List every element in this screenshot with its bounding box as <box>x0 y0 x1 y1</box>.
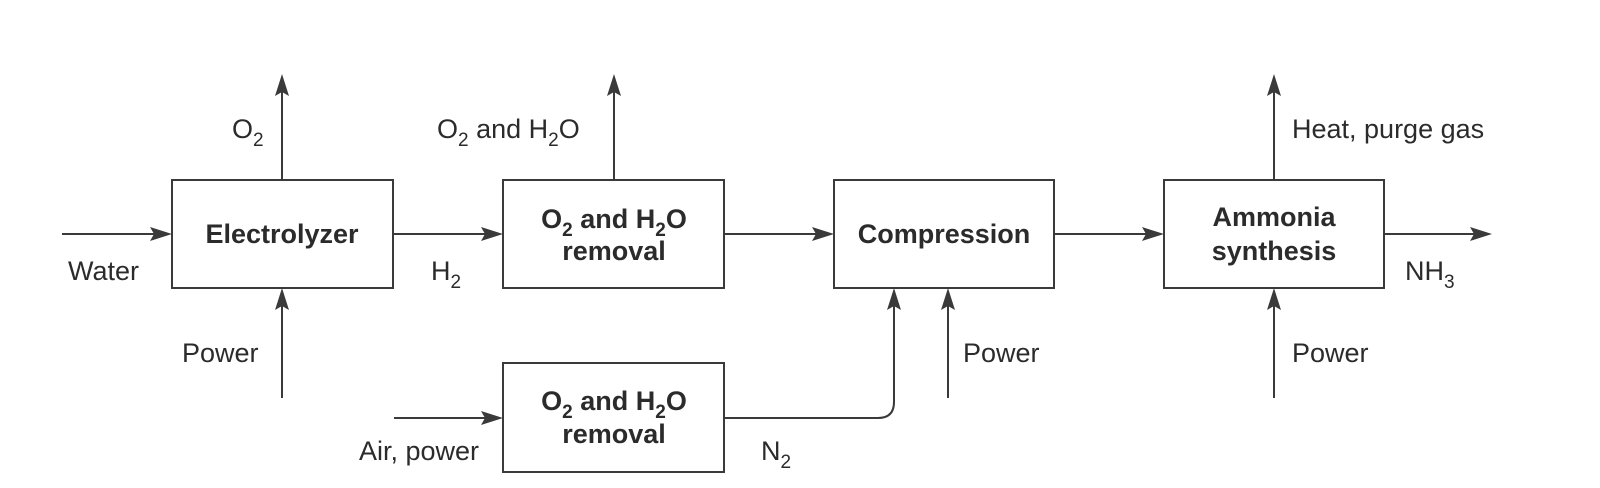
compression-power-arrow <box>941 288 955 398</box>
water-label: Water <box>68 256 139 286</box>
ammonia-synthesis-block: Ammonia synthesis <box>1163 179 1385 289</box>
nh3-outlet-arrow <box>1384 227 1492 241</box>
heat-purge-outlet-arrow <box>1267 74 1281 180</box>
o2-h2o-label: O2 and H2O <box>437 114 580 151</box>
o2-outlet-arrow <box>275 74 289 180</box>
n2-label: N2 <box>761 436 791 473</box>
synthesis-power-arrow <box>1267 288 1281 398</box>
o2-h2o-outlet-arrow <box>607 74 621 180</box>
electrolyzer-power-arrow <box>275 288 289 398</box>
ammonia-synthesis-label-line1: Ammonia <box>1212 202 1336 232</box>
purified-h2-arrow <box>724 227 834 241</box>
o2-h2o-removal-label-line1: O2 and H2O <box>541 204 687 241</box>
nh3-label: NH3 <box>1405 256 1455 293</box>
heat-purge-gas-label: Heat, purge gas <box>1292 114 1484 144</box>
o2-h2o-removal-block-h2: O2 and H2O removal <box>502 179 725 289</box>
h2-flow-arrow <box>393 227 503 241</box>
o2-label: O2 <box>232 114 264 151</box>
ammonia-synthesis-label-line2: synthesis <box>1212 236 1337 266</box>
compressed-gas-arrow <box>1054 227 1164 241</box>
o2-h2o-removal-block-air: O2 and H2O removal <box>502 362 725 473</box>
compression-power-label: Power <box>963 338 1040 368</box>
o2-h2o-removal-label-line2: removal <box>562 236 666 266</box>
electrolyzer-label: Electrolyzer <box>205 219 359 249</box>
synthesis-power-label: Power <box>1292 338 1369 368</box>
compression-block: Compression <box>833 179 1055 289</box>
h2-label: H2 <box>431 256 461 293</box>
electrolyzer-power-label: Power <box>182 338 259 368</box>
electrolyzer-block: Electrolyzer <box>171 179 394 289</box>
air-inlet-arrow <box>394 411 503 425</box>
air-power-label: Air, power <box>359 436 479 466</box>
compression-label: Compression <box>858 219 1031 249</box>
air-removal-label-line1: O2 and H2O <box>541 386 687 423</box>
air-removal-label-line2: removal <box>562 419 666 449</box>
water-inlet-arrow <box>62 227 172 241</box>
n2-flow-arrow <box>724 288 901 419</box>
